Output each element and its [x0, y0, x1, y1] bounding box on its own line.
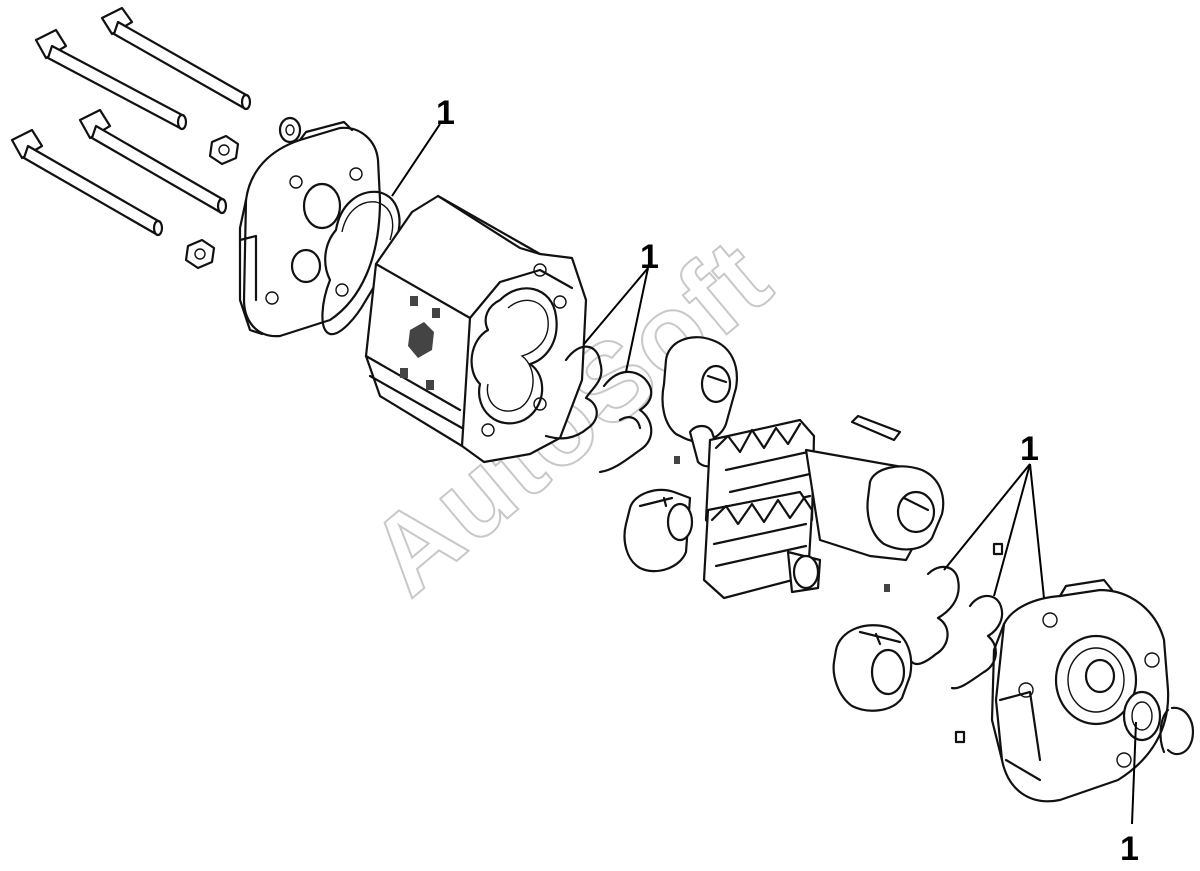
dowel-pin-4: [954, 730, 966, 744]
callout-label: 1: [436, 94, 455, 132]
front-body-seal: [544, 345, 653, 474]
dowel-pin-2: [884, 584, 890, 592]
front-cover-housing: [990, 578, 1170, 803]
bolt-1: [100, 6, 252, 111]
bolt-2: [34, 28, 188, 131]
callout-label: 1: [640, 238, 659, 276]
front-seal-rings: [910, 565, 1004, 690]
bearing-bushing-a: [661, 336, 738, 443]
rear-cover-plate: [238, 120, 382, 338]
nut-2: [184, 238, 216, 270]
shaft-seal: [1122, 690, 1162, 742]
callout-label: 1: [1020, 430, 1039, 468]
pump-body: [364, 194, 588, 464]
shaft-key: [850, 414, 902, 442]
bolt-3: [78, 108, 228, 215]
callout-label: 1: [1120, 830, 1139, 868]
callout-front-body-seal: 1: [583, 238, 659, 373]
bearing-bushing-c: [866, 465, 945, 551]
bolt-4: [10, 128, 164, 237]
dowel-pin-1: [674, 456, 680, 464]
callout-rear-seal: 1: [391, 94, 455, 197]
callout-shaft-seal: 1: [1120, 721, 1139, 868]
rear-seal-ring: [321, 190, 401, 336]
dowel-pin-3: [992, 542, 1004, 556]
bearing-bushing-b: [623, 488, 694, 573]
driven-gear: [702, 490, 822, 600]
snap-ring: [1159, 706, 1194, 756]
nut-1: [208, 134, 240, 166]
washer-1: [278, 116, 302, 144]
callout-front-seals: 1: [943, 430, 1045, 599]
bearing-bushing-d: [832, 624, 913, 712]
